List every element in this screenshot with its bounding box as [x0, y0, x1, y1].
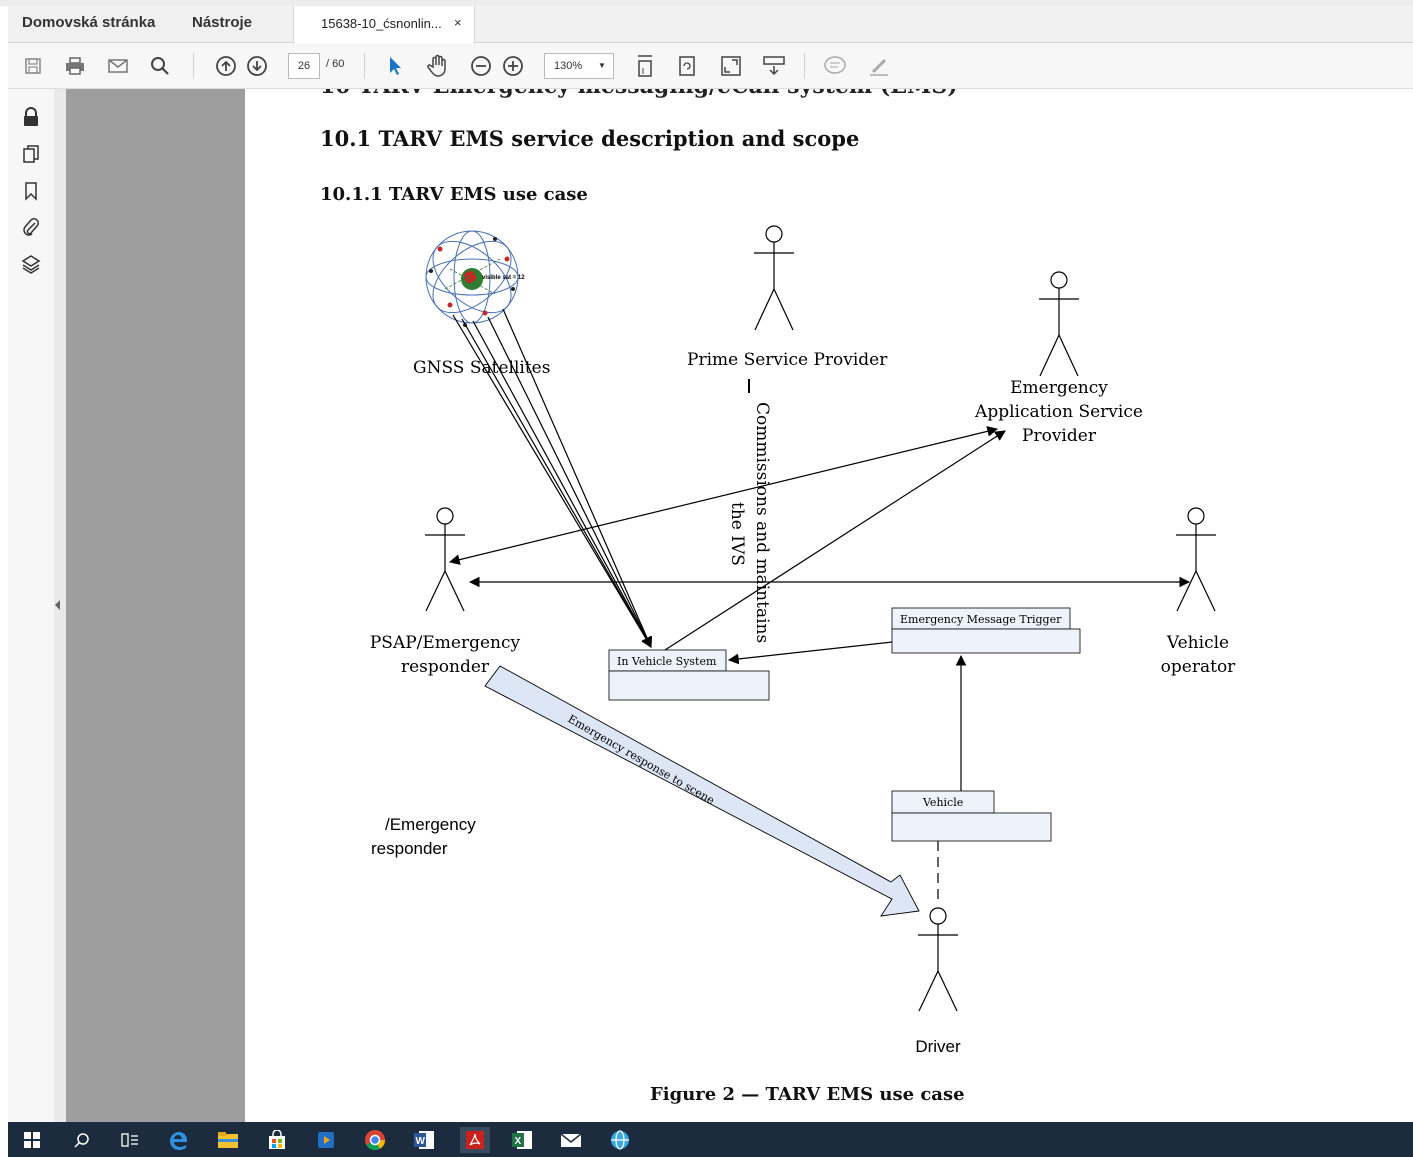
- psap-label-line2: responder: [401, 657, 490, 677]
- page-total: / 60: [326, 58, 345, 70]
- page-number-input[interactable]: 26: [288, 53, 320, 79]
- lock-icon[interactable]: [20, 106, 42, 128]
- driver-label: Driver: [915, 1037, 961, 1056]
- tab-document[interactable]: 15638-10_ćsnonlin... ×: [293, 6, 475, 43]
- page-down-icon[interactable]: [244, 53, 270, 79]
- emergency-response-label: Emergency response to scene: [566, 712, 717, 807]
- actor-driver: [918, 907, 958, 1012]
- prime-service-provider-label: Prime Service Provider: [687, 350, 888, 370]
- windows-start-icon[interactable]: [19, 1127, 45, 1153]
- layers-icon[interactable]: [20, 253, 42, 275]
- media-player-icon[interactable]: [313, 1127, 339, 1153]
- eas-provider-label-line3: Provider: [1022, 426, 1097, 446]
- email-icon[interactable]: [105, 53, 131, 79]
- excel-icon[interactable]: X: [509, 1127, 535, 1153]
- gnss-satellites-label: GNSS Satellites: [413, 358, 550, 378]
- fit-page-icon[interactable]: [632, 53, 658, 79]
- clipped-section-heading: 10 TARV Emergency messaging/eCall system…: [320, 89, 958, 99]
- search-icon[interactable]: [147, 53, 173, 79]
- toolbar-separator: [364, 53, 365, 79]
- word-icon[interactable]: W: [411, 1127, 437, 1153]
- scroll-mode-icon[interactable]: [761, 53, 787, 79]
- chrome-icon[interactable]: [362, 1127, 388, 1153]
- svg-text:X: X: [515, 1136, 522, 1147]
- figure-caption: Figure 2 — TARV EMS use case: [650, 1084, 965, 1105]
- vehicle-operator-label-line2: operator: [1161, 657, 1237, 677]
- stray-label-line2: responder: [371, 839, 448, 858]
- emergency-message-trigger-label: Emergency Message Trigger: [900, 613, 1062, 626]
- tab-bar: Domovská stránka Nástroje 15638-10_ćsnon…: [8, 6, 1413, 43]
- task-view-icon[interactable]: [117, 1127, 143, 1153]
- eas-provider-label-line2: Application Service: [974, 402, 1143, 422]
- mail-icon[interactable]: [558, 1127, 584, 1153]
- windows-taskbar: W X: [8, 1122, 1413, 1157]
- edge-icon[interactable]: [166, 1127, 192, 1153]
- tab-document-label: 15638-10_ćsnonlin...: [321, 16, 442, 31]
- satellite-globe: visible sat = 12: [425, 230, 525, 327]
- left-navigation-rail: [8, 89, 54, 1122]
- acrobat-icon[interactable]: [460, 1127, 490, 1153]
- eas-provider-label-line1: Emergency: [1010, 378, 1108, 398]
- attachment-icon[interactable]: [20, 216, 42, 238]
- subsection-heading: 10.1.1 TARV EMS use case: [320, 184, 588, 205]
- close-icon[interactable]: ×: [454, 15, 462, 30]
- eas-psap-link: [448, 426, 999, 565]
- vehicle-label: Vehicle: [922, 796, 963, 809]
- vehicle-box: Vehicle: [891, 790, 1052, 842]
- psap-label-line1: PSAP/Emergency: [370, 633, 521, 653]
- trigger-ivs-link: [727, 641, 893, 665]
- tab-home[interactable]: Domovská stránka: [22, 14, 156, 31]
- in-vehicle-system-box: In Vehicle System: [608, 649, 770, 701]
- hand-icon[interactable]: [425, 53, 451, 79]
- emergency-message-trigger-box: Emergency Message Trigger: [891, 607, 1081, 654]
- satellite-count-label: visible sat = 12: [482, 275, 525, 281]
- save-icon[interactable]: [20, 53, 46, 79]
- vehicle-operator-label-line1: Vehicle: [1166, 633, 1229, 653]
- in-vehicle-system-label: In Vehicle System: [617, 655, 717, 668]
- tab-tools[interactable]: Nástroje: [192, 14, 253, 31]
- window-title-strip: [0, 0, 1413, 6]
- fullscreen-icon[interactable]: [718, 53, 744, 79]
- commissions-label-line2: the IVS: [727, 502, 747, 566]
- document-side-gutter: [66, 89, 245, 1122]
- page-up-icon[interactable]: [213, 53, 239, 79]
- print-icon[interactable]: [62, 53, 88, 79]
- pages-icon[interactable]: [20, 143, 42, 165]
- commissions-label-line1: Commissions and maintains: [752, 402, 772, 643]
- use-case-diagram: visible sat = 12 GNSS Satellites Prime S…: [370, 225, 1237, 1056]
- network-app-icon[interactable]: [607, 1127, 633, 1153]
- search-icon[interactable]: [69, 1127, 95, 1153]
- toolbar-separator: [804, 53, 805, 79]
- zoom-in-icon[interactable]: [500, 53, 526, 79]
- zoom-out-icon[interactable]: [468, 53, 494, 79]
- actor-prime-service-provider: [754, 225, 794, 331]
- pdf-page-view[interactable]: 10 TARV Emergency messaging/eCall system…: [245, 89, 1413, 1122]
- bookmark-icon[interactable]: [20, 180, 42, 202]
- actor-vehicle-operator: [1176, 507, 1216, 612]
- highlight-icon[interactable]: [866, 53, 892, 79]
- actor-emergency-application-service-provider: [1039, 271, 1079, 377]
- comment-icon[interactable]: [822, 53, 848, 79]
- select-arrow-icon[interactable]: [382, 53, 408, 79]
- file-explorer-icon[interactable]: [215, 1127, 241, 1153]
- actor-psap: [425, 507, 465, 612]
- stray-label-line1: /Emergency: [385, 815, 476, 834]
- section-heading: 10.1 TARV EMS service description and sc…: [320, 126, 860, 151]
- svg-text:W: W: [416, 1136, 426, 1147]
- ivs-eas-link: [664, 430, 1006, 651]
- zoom-select[interactable]: 130% ▼: [544, 53, 614, 79]
- collapse-arrow-icon[interactable]: [55, 600, 60, 610]
- store-icon[interactable]: [264, 1127, 290, 1153]
- toolbar-separator: [193, 53, 194, 79]
- emergency-response-arrow: Emergency response to scene: [484, 665, 920, 917]
- toolbar: 26 / 60 130% ▼: [8, 43, 1413, 89]
- sidebar-splitter[interactable]: [54, 89, 66, 1122]
- zoom-value: 130%: [554, 60, 583, 72]
- chevron-down-icon: ▼: [598, 61, 606, 70]
- rotate-icon[interactable]: [674, 53, 700, 79]
